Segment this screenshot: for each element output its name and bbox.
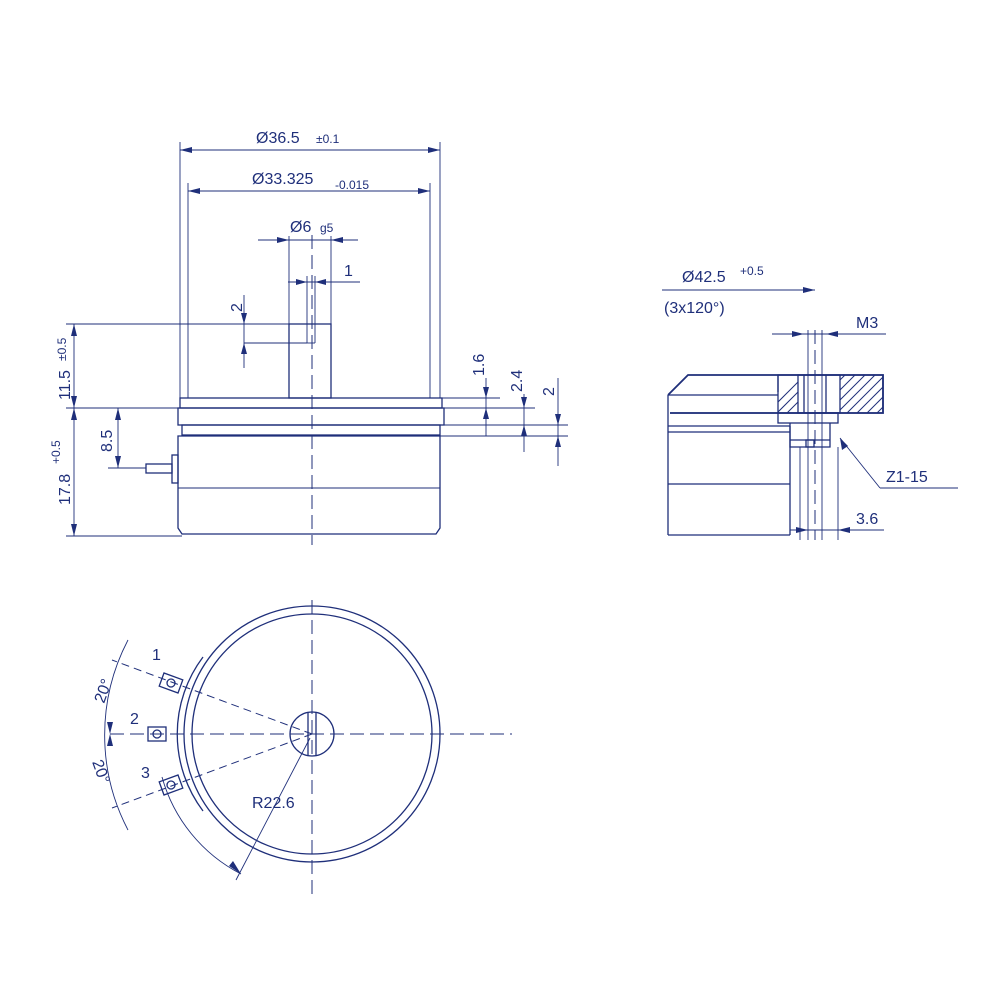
dim-shaft-diameter-label: Ø6 [290,219,311,236]
dim-flange-2-label: 2.4 [509,370,526,392]
dim-slot-width: 1 [288,263,360,285]
side-thread-hole [797,330,841,540]
side-clamp [777,330,839,540]
front-body [177,397,445,535]
dim-bolt-circle-label: Ø42.5 [682,269,726,286]
dim-bolt-circle: Ø42.5 +0.5 (3x120°) [662,264,815,317]
dim-terminal-height-label: 8.5 [99,430,116,452]
dim-terminal-height: 8.5 [99,408,146,469]
dim-outer-diameter-tol: ±0.1 [316,132,340,146]
top-outer-circle [183,605,441,863]
front-terminal-pin [145,454,179,484]
dim-shaft-height-tol: ±0.5 [55,337,69,361]
terminal-3-label: 3 [141,765,150,782]
dim-outer-diameter: Ø36.5 ±0.1 [180,130,440,153]
dim-slot-width-label: 1 [344,263,353,280]
dim-angle-bottom-label: 20° [88,758,112,787]
dim-total-height: 17.8 +0.5 [49,408,182,537]
terminal-lug-2 [147,726,167,742]
dim-thread: M3 [772,315,886,337]
top-shaft [289,711,335,757]
dim-clamp-width-label: 3.6 [856,511,878,528]
dim-inner-diameter-label: Ø33.325 [252,171,313,188]
dim-flange-3: 2 [541,378,561,466]
dim-inner-diameter: Ø33.325 -0.015 [188,171,430,194]
side-view: Ø42.5 +0.5 (3x120°) M3 Z1-15 3.6 [662,264,958,540]
dim-radius: R22.6 [161,737,311,881]
radial-line-3 [111,733,313,809]
dim-shaft-height-label: 11.5 [57,370,74,400]
top-terminal-strip [176,656,204,812]
dim-bolt-pattern-label: (3x120°) [664,300,725,317]
front-shaft [288,323,332,399]
dim-bolt-circle-tol: +0.5 [740,264,764,278]
terminal-lug-1 [158,672,184,694]
dim-clamp-leader: Z1-15 [839,437,958,489]
dim-terminal-angle: 20° 20° [88,639,129,831]
dim-flange-1: 1.6 [471,354,489,436]
dim-clamp-width: 3.6 [790,511,884,533]
dim-clamp-label: Z1-15 [886,469,928,486]
dim-total-height-tol: +0.5 [49,440,63,464]
dim-thread-label: M3 [856,315,878,332]
dim-outer-diameter-label: Ø36.5 [256,130,300,147]
top-inner-circle [191,613,433,855]
terminal-2-label: 2 [130,711,139,728]
dim-radius-label: R22.6 [252,795,295,812]
dim-flange-3-label: 2 [541,387,558,396]
dim-slot-depth: 2 [229,295,307,368]
radial-line-1 [111,659,313,735]
dim-shaft-diameter-tol: g5 [320,221,334,235]
top-view: 20° 20° 1 2 3 R22.6 [88,600,512,895]
dim-slot-depth-label: 2 [229,303,246,312]
dim-inner-diameter-tol: -0.015 [335,178,369,192]
front-view: Ø36.5 ±0.1 Ø33.325 -0.015 Ø6 g5 1 [49,130,568,545]
dim-shaft-diameter: Ø6 g5 [258,219,358,243]
dim-total-height-label: 17.8 [57,474,74,505]
dim-angle-top-label: 20° [92,677,116,706]
dim-flange-1-label: 1.6 [471,354,488,376]
dim-flange-2: 2.4 [509,370,527,452]
dim-shaft-height: 11.5 ±0.5 [55,323,307,409]
terminal-1-label: 1 [152,647,161,664]
